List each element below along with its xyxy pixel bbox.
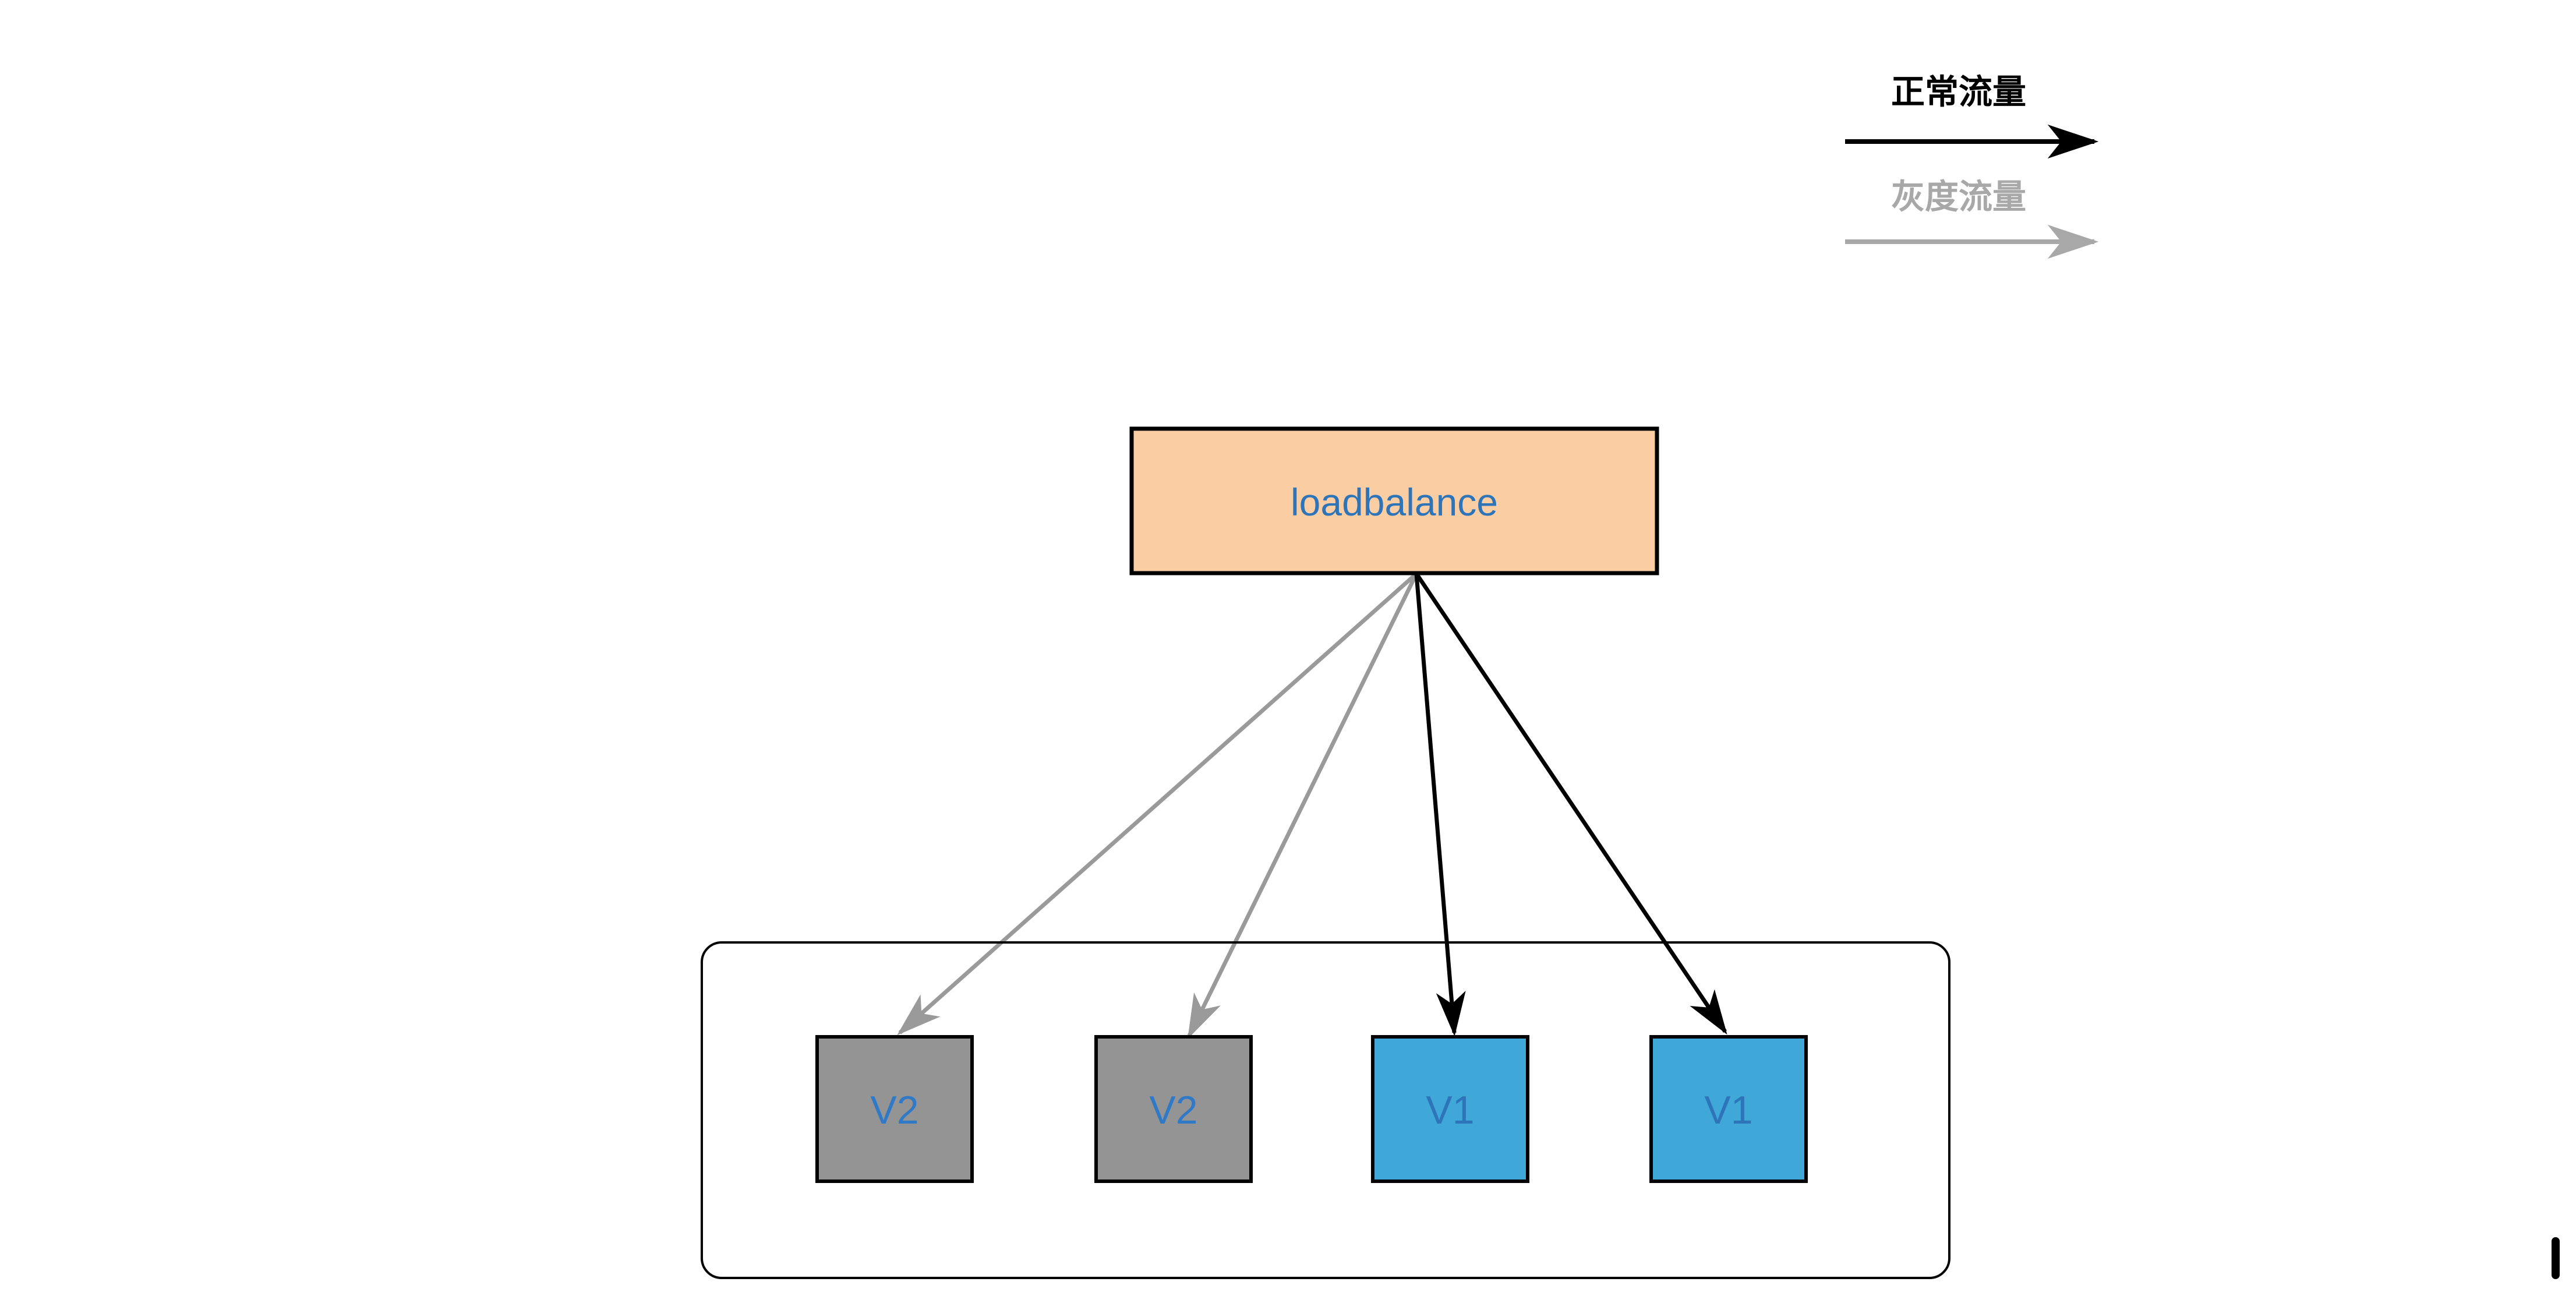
legend-normal-traffic-label[interactable]: 正常流量 xyxy=(1891,73,2026,111)
node-v1-right-label: V1 xyxy=(1704,1088,1752,1132)
node-v1-left[interactable]: V1 xyxy=(1371,1035,1529,1183)
cluster-group: V2 V2 V1 V1 xyxy=(701,941,1950,1279)
edge-gray-to-v2-right[interactable] xyxy=(1187,573,1419,1039)
node-v2-left-box[interactable] xyxy=(815,1035,974,1183)
text-cursor-artifact xyxy=(2552,1237,2560,1279)
legend: 正常流量 灰度流量 xyxy=(1845,73,2099,259)
node-v2-left-label: V2 xyxy=(870,1088,918,1132)
loadbalancer-box[interactable] xyxy=(1129,426,1659,575)
node-v1-right-box[interactable] xyxy=(1649,1035,1808,1183)
edge-normal-to-v1-left[interactable] xyxy=(1414,573,1466,1037)
edge-gray-to-v2-left[interactable] xyxy=(897,572,1418,1036)
node-v1-left-box[interactable] xyxy=(1371,1035,1529,1183)
node-v2-right-box[interactable] xyxy=(1094,1035,1253,1183)
loadbalancer-node[interactable]: loadbalance xyxy=(1129,426,1659,575)
node-v2-left[interactable]: V2 xyxy=(815,1035,974,1183)
legend-gray-traffic-label[interactable]: 灰度流量 xyxy=(1891,178,2026,216)
edges xyxy=(897,572,1727,1039)
node-v2-right-label: V2 xyxy=(1149,1088,1197,1132)
edge-normal-to-v1-right[interactable] xyxy=(1415,573,1727,1035)
node-v1-left-label: V1 xyxy=(1426,1088,1474,1132)
node-v2-right[interactable]: V2 xyxy=(1094,1035,1253,1183)
cluster-container[interactable] xyxy=(701,941,1950,1279)
node-v1-right[interactable]: V1 xyxy=(1649,1035,1808,1183)
loadbalancer-label: loadbalance xyxy=(1291,481,1498,524)
